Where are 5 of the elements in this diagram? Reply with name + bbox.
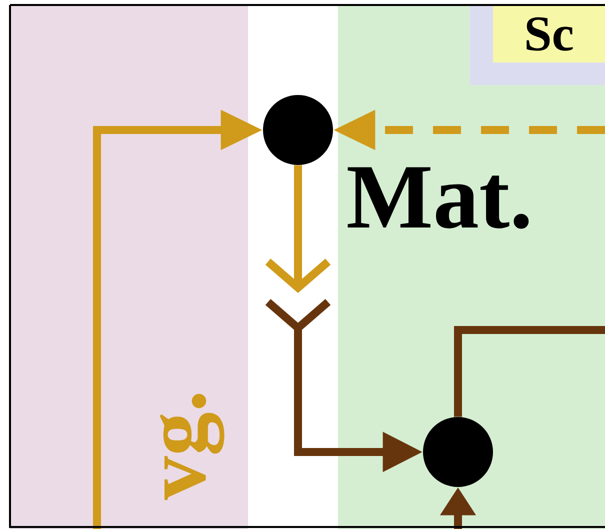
line-label: vg. xyxy=(160,394,224,500)
node-caption: Mat. xyxy=(348,167,529,229)
junction-dot xyxy=(423,417,493,487)
junction-dot xyxy=(263,95,333,165)
text-box: Sc xyxy=(493,6,605,62)
